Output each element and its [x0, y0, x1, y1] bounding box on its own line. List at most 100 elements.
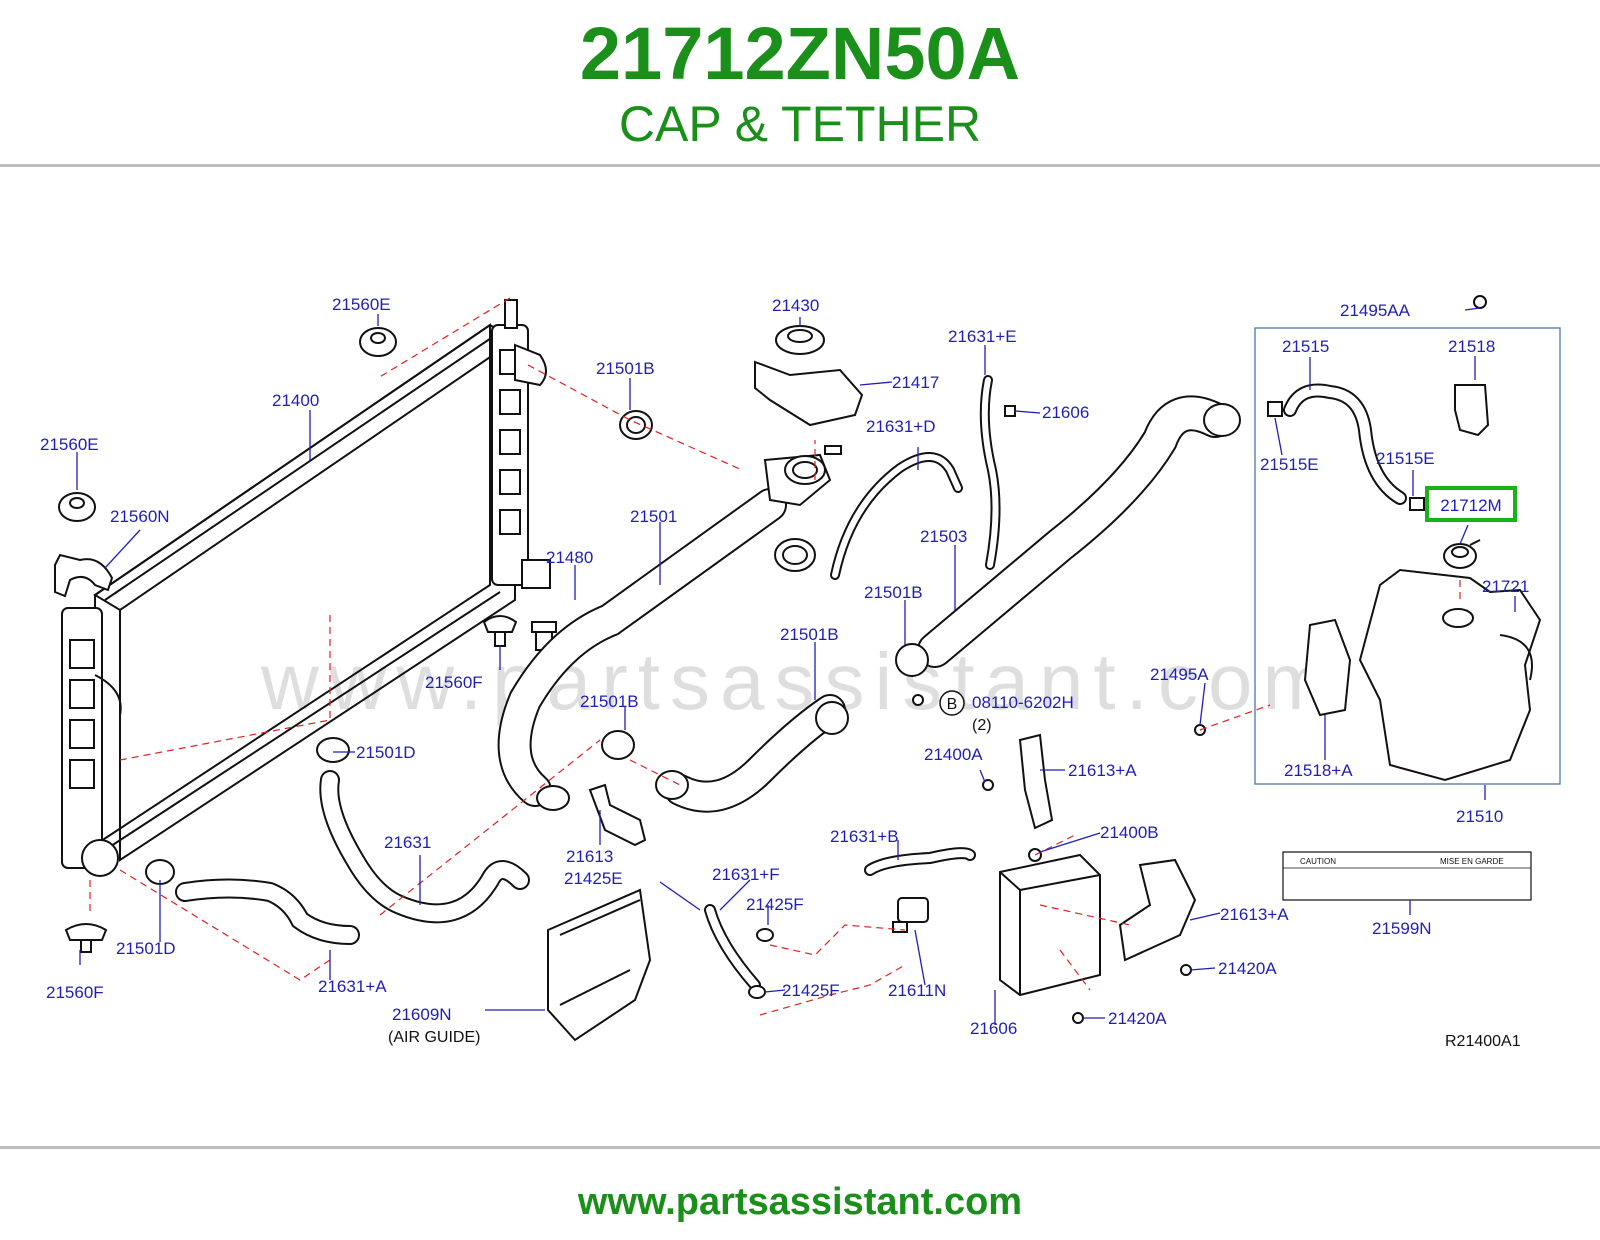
- highlight-label[interactable]: 21712M: [1440, 496, 1501, 515]
- label-21560F-bottom: 21560F: [46, 983, 104, 1002]
- label-21501: 21501: [630, 507, 677, 526]
- mount-insulator-bottom: [64, 923, 108, 953]
- bolts-misc: [912, 295, 1487, 1024]
- label-21495A: 21495A: [1150, 665, 1209, 684]
- label-21631D: 21631+D: [866, 417, 935, 436]
- watermark: www.partsassistant.com: [260, 637, 1340, 726]
- air-guide-note: (AIR GUIDE): [388, 1029, 480, 1046]
- label-21501D-upper: 21501D: [356, 743, 416, 762]
- label-21425E: 21425E: [564, 869, 623, 888]
- label-21518A: 21518+A: [1284, 761, 1353, 780]
- leader-lines: [76, 307, 1516, 1025]
- radiator-left-tank: [61, 607, 122, 877]
- diagram-ref: R21400A1: [1445, 1033, 1521, 1050]
- heater-hose-21631: [316, 737, 530, 924]
- label-21515E-right: 21515E: [1376, 449, 1435, 468]
- label-21400A: 21400A: [924, 745, 983, 764]
- label-21606-upper: 21606: [1042, 403, 1089, 422]
- bolt-marker-letter: B: [947, 696, 958, 713]
- footer-divider: [0, 1146, 1600, 1149]
- upper-radiator-hose[interactable]: [497, 488, 787, 811]
- label-21417: 21417: [892, 373, 939, 392]
- label-21501B-upper: 21501B: [596, 359, 655, 378]
- label-21515: 21515: [1282, 337, 1329, 356]
- label-21631F: 21631+F: [712, 865, 780, 884]
- label-21400B: 21400B: [1100, 823, 1159, 842]
- hose-21631f: [704, 904, 774, 999]
- caution-label: CAUTION MISE EN GARDE: [1282, 851, 1532, 901]
- label-21631: 21631: [384, 833, 431, 852]
- label-21420A-upper: 21420A: [1218, 959, 1277, 978]
- label-21420A-lower: 21420A: [1108, 1009, 1167, 1028]
- header-divider: [0, 164, 1600, 167]
- part-labels[interactable]: 21560E 21400 21560E 21560N 21480 21560F …: [40, 295, 1529, 1038]
- radiator-cap[interactable]: [775, 325, 825, 355]
- label-21400: 21400: [272, 391, 319, 410]
- reservoir-cap[interactable]: [1443, 539, 1481, 569]
- label-21560E-left: 21560E: [40, 435, 99, 454]
- filler-neck: [763, 445, 842, 507]
- label-21425F-upper: 21425F: [746, 895, 804, 914]
- label-21609N: 21609N: [392, 1005, 452, 1024]
- footer-url[interactable]: www.partsassistant.com: [577, 1181, 1023, 1223]
- label-21515E-left: 21515E: [1260, 455, 1319, 474]
- bracket-21613a-upper: [1018, 733, 1054, 830]
- bolt-marker-circle: [939, 690, 965, 716]
- label-21631B: 21631+B: [830, 827, 899, 846]
- valve-21611n: [892, 897, 929, 933]
- label-21560E-top: 21560E: [332, 295, 391, 314]
- radiator-right-tank: [491, 299, 551, 589]
- label-21430: 21430: [772, 296, 819, 315]
- highlight-box[interactable]: [1425, 486, 1517, 522]
- bypass-hose-e: [979, 375, 1016, 570]
- assembly-guides: [89, 297, 1461, 1016]
- mount-bracket-left: [54, 553, 114, 598]
- label-21613: 21613: [566, 847, 613, 866]
- bracket-21613a-lower: [1118, 858, 1197, 962]
- label-21501B-lower: 21501B: [580, 692, 639, 711]
- mount-insulator-left: [58, 492, 96, 522]
- label-21560F-right: 21560F: [425, 673, 483, 692]
- caution-label-left: CAUTION: [1300, 857, 1336, 866]
- label-21503: 21503: [920, 527, 967, 546]
- label-21560N: 21560N: [110, 507, 170, 526]
- reservoir-21606: [999, 853, 1101, 997]
- label-21613A-lower: 21613+A: [1220, 905, 1289, 924]
- reservoir-hose: [1267, 383, 1425, 511]
- reservoir-tank[interactable]: [1358, 568, 1542, 782]
- hose-clamps-middle: [601, 643, 929, 800]
- mount-insulator-top: [359, 327, 397, 357]
- reservoir-bracket-21518a: [1303, 618, 1352, 717]
- bolt-code: 08110-6202H: [972, 693, 1074, 712]
- hose-bracket-21613: [588, 783, 647, 847]
- label-21613A-upper: 21613+A: [1068, 761, 1137, 780]
- part-name-subtitle: CAP & TETHER: [618, 96, 982, 152]
- label-21518: 21518: [1448, 337, 1495, 356]
- caution-label-right: MISE EN GARDE: [1440, 857, 1504, 866]
- cap-bracket: [754, 360, 864, 427]
- label-21721: 21721: [1482, 577, 1529, 596]
- air-guide[interactable]: [547, 888, 652, 1042]
- reservoir-group-box: [1254, 327, 1561, 785]
- mount-insulator-right: [482, 615, 518, 647]
- label-21599N: 21599N: [1372, 919, 1432, 938]
- label-21480: 21480: [546, 548, 593, 567]
- label-21501B-mid: 21501B: [780, 625, 839, 644]
- middle-hose: [664, 694, 846, 813]
- label-21611N: 21611N: [888, 981, 946, 1000]
- label-21606-lower: 21606: [970, 1019, 1017, 1038]
- bolt-qty: (2): [972, 717, 992, 734]
- label-21425F-lower: 21425F: [782, 981, 840, 1000]
- reservoir-bracket-21518: [1454, 384, 1490, 437]
- lower-radiator-hose[interactable]: [917, 395, 1241, 668]
- label-21631A: 21631+A: [318, 977, 387, 996]
- bypass-hose-d: [830, 452, 963, 580]
- hose-clamp-neck: [774, 538, 816, 572]
- label-21510: 21510: [1456, 807, 1503, 826]
- label-21495AA: 21495AA: [1340, 301, 1411, 320]
- label-21631E: 21631+E: [948, 327, 1017, 346]
- hose-21631b: [864, 847, 976, 876]
- part-number-title: 21712ZN50A: [579, 12, 1021, 95]
- heater-hose-21631a: [145, 859, 360, 945]
